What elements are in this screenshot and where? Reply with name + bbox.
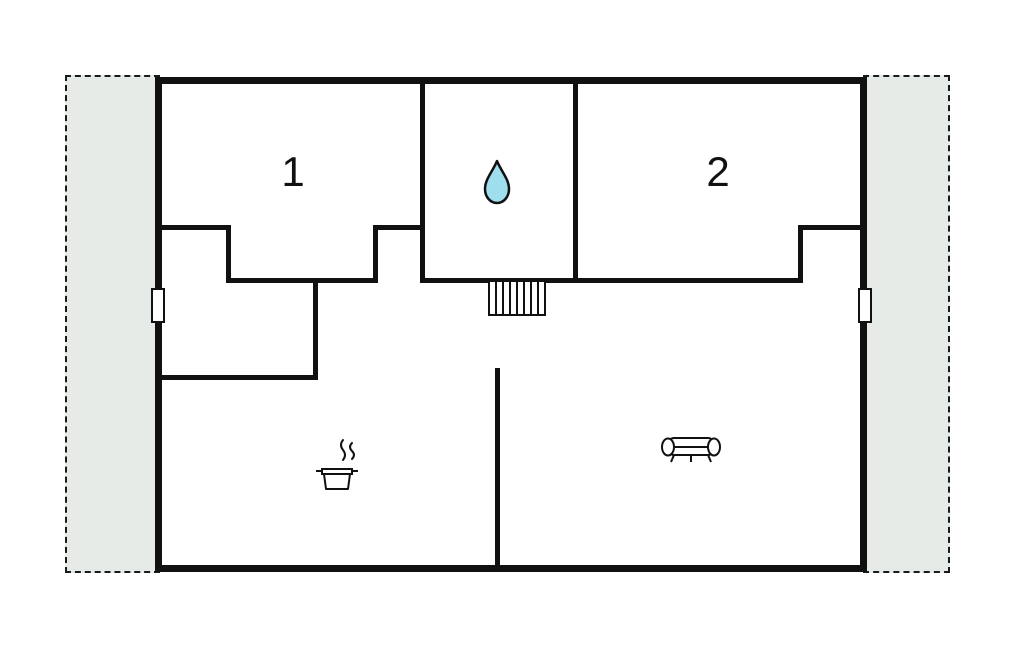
terrace-left — [65, 75, 160, 573]
wall-room2-step-horizontal — [798, 225, 865, 230]
door-marker-left — [151, 288, 165, 323]
terrace-right — [863, 75, 950, 573]
wall-room1-notch-left — [226, 225, 231, 283]
wall-bathroom-left — [420, 80, 425, 283]
wall-room1-bottom-right — [373, 225, 425, 230]
wall-bathroom-right — [573, 80, 578, 283]
wall-room2-step-vertical — [798, 225, 803, 283]
wall-room2-bottom — [573, 278, 803, 283]
door-marker-right — [858, 288, 872, 323]
wall-entry-horizontal — [158, 375, 318, 380]
room-1-label: 1 — [281, 148, 305, 195]
wall-center-divider — [495, 368, 500, 570]
pot-icon — [313, 436, 365, 499]
stairs-icon — [488, 280, 546, 321]
wall-room1-bottom-left — [158, 225, 230, 230]
wall-room1-notch-right — [373, 225, 378, 283]
sofa-icon — [659, 430, 723, 477]
wall-room1-notch-bottom — [226, 278, 378, 283]
water-drop-icon — [480, 158, 514, 211]
room-2-label: 2 — [706, 148, 730, 195]
wall-entry-vertical — [313, 278, 318, 380]
building-outline — [155, 77, 867, 572]
